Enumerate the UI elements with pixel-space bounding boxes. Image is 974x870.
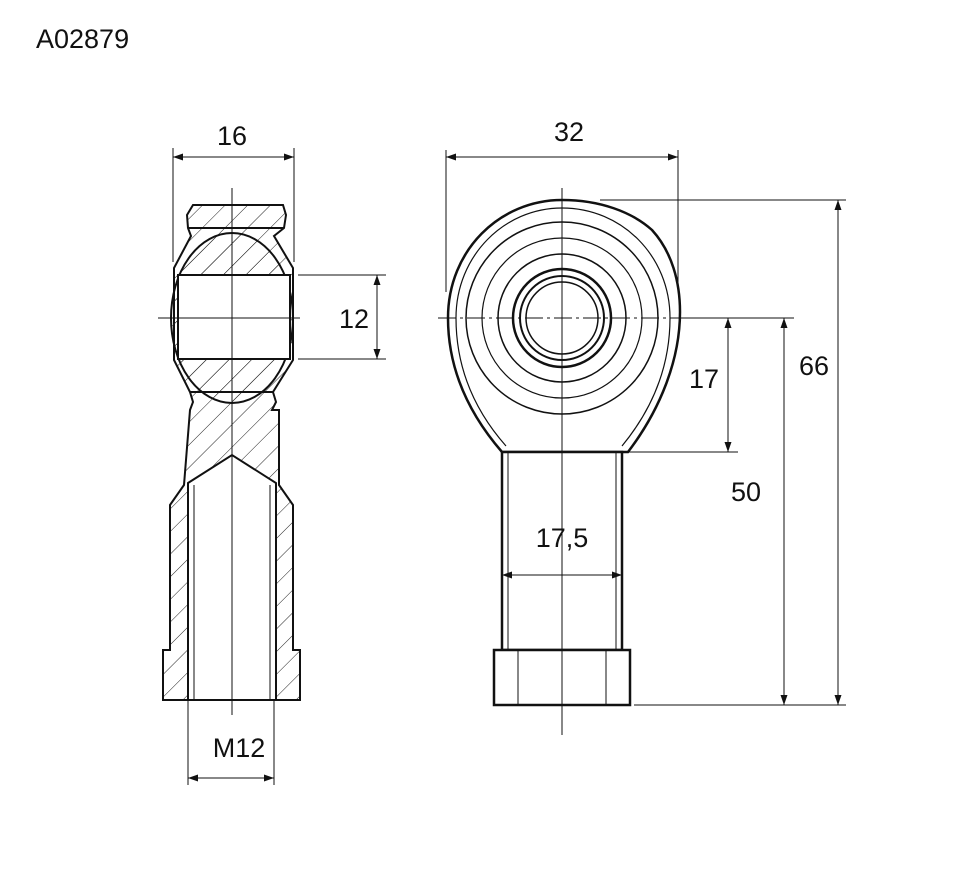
- dim-overall-length: 66: [799, 351, 829, 381]
- front-view: [438, 188, 690, 735]
- side-view: [158, 188, 301, 715]
- dim-bore-diameter: 12: [339, 304, 369, 334]
- dim-shank-width: 17,5: [536, 523, 589, 553]
- side-bore: [177, 274, 291, 360]
- dim-thread: M12: [213, 733, 266, 763]
- dim-side-width: 16: [217, 121, 247, 151]
- dim-head-width: 32: [554, 117, 584, 147]
- dim-ball-to-neck: 17: [689, 364, 719, 394]
- side-dimensions: 16 12 M12: [172, 121, 386, 785]
- part-number: A02879: [36, 24, 130, 54]
- front-dimensions: 32 66 50 17 17,5: [445, 117, 846, 706]
- dim-center-to-end: 50: [731, 477, 761, 507]
- front-head-outline: [446, 198, 682, 454]
